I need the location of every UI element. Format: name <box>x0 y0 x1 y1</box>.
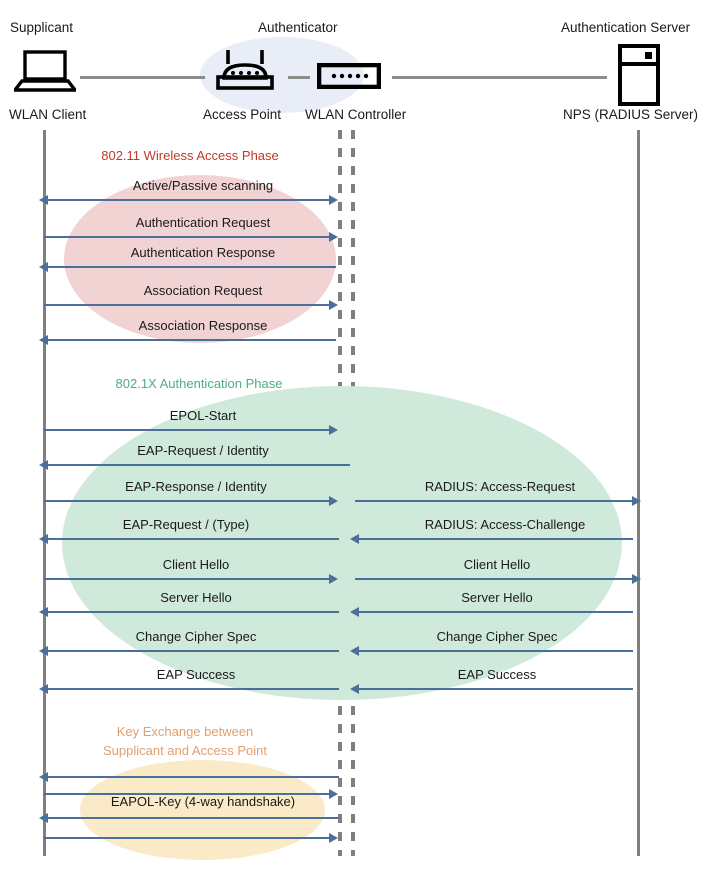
server-tower-icon <box>618 44 660 111</box>
handshake-label: EAPOL-Key (4-way handshake) <box>110 794 296 809</box>
arrow-head-left <box>39 460 48 470</box>
arrow-head-right <box>329 833 338 843</box>
arrow-line <box>46 776 339 778</box>
phase-3-ellipse <box>80 760 325 860</box>
arrow-head-right <box>329 300 338 310</box>
wireless-router-icon <box>215 48 275 97</box>
arrow-line <box>44 429 329 431</box>
message-label: EPOL-Start <box>169 408 237 423</box>
arrow-line-right <box>355 500 633 502</box>
arrow-head-right <box>329 195 338 205</box>
arrow-line <box>44 837 329 839</box>
actor-name-access-point: Access Point <box>203 107 282 122</box>
arrow-head-left <box>39 813 48 823</box>
arrow-head-left <box>39 335 48 345</box>
arrow-line <box>46 611 339 613</box>
arrow-head-left <box>350 534 359 544</box>
arrow-line <box>46 464 350 466</box>
authenticator-group-ellipse <box>200 37 364 113</box>
arrow-line <box>46 266 336 268</box>
message-label: Change Cipher Spec <box>135 629 257 644</box>
phase-3-label-line1: Key Exchange between <box>116 724 254 739</box>
arrow-line <box>44 236 329 238</box>
actor-name-wlan-client: WLAN Client <box>9 107 87 122</box>
arrow-head-left <box>350 684 359 694</box>
arrow-line <box>46 199 336 201</box>
message-label: EAP-Request / Identity <box>137 443 269 458</box>
phase-2-label: 802.1X Authentication Phase <box>115 376 283 391</box>
actor-name-nps-radius-server: NPS (RADIUS Server) <box>563 107 699 122</box>
arrow-head-right <box>632 496 641 506</box>
message-label: Association Request <box>143 283 263 298</box>
arrow-line <box>46 538 339 540</box>
arrow-line-right <box>357 611 633 613</box>
arrow-head-left <box>39 262 48 272</box>
arrow-head-left <box>39 534 48 544</box>
message-label-right: EAP Success <box>457 667 537 682</box>
message-label: Authentication Response <box>130 245 276 260</box>
arrow-line <box>46 339 336 341</box>
arrow-line <box>44 793 329 795</box>
message-label: Association Response <box>138 318 268 333</box>
phase-2-ellipse <box>62 386 622 700</box>
message-label: EAP-Request / (Type) <box>122 517 250 532</box>
message-label: Client Hello <box>162 557 230 572</box>
arrow-head-right <box>329 232 338 242</box>
phase-1-ellipse <box>64 175 336 343</box>
message-label: EAP Success <box>156 667 236 682</box>
arrow-line <box>46 688 339 690</box>
message-label: Active/Passive scanning <box>132 178 274 193</box>
message-label-right: Server Hello <box>461 590 533 605</box>
actor-role-authenticator: Authenticator <box>258 20 338 35</box>
arrow-head-right <box>329 496 338 506</box>
wire-client-to-ap <box>80 76 205 79</box>
message-label-right: RADIUS: Access-Challenge <box>424 517 586 532</box>
arrow-line-right <box>355 578 633 580</box>
wire-ap-to-controller <box>288 76 310 79</box>
laptop-icon <box>11 50 79 97</box>
lifeline-auth-server <box>637 130 640 856</box>
wire-controller-to-server <box>392 76 607 79</box>
phase-1-label: 802.11 Wireless Access Phase <box>101 148 279 163</box>
arrow-line <box>44 304 329 306</box>
arrow-head-left <box>39 772 48 782</box>
phase-3-label-line2: Supplicant and Access Point <box>102 743 268 758</box>
network-switch-icon <box>316 62 382 94</box>
arrow-head-right <box>329 425 338 435</box>
actor-role-supplicant: Supplicant <box>10 20 74 35</box>
message-label-right: Change Cipher Spec <box>436 629 558 644</box>
arrow-head-left <box>350 607 359 617</box>
arrow-head-left <box>39 646 48 656</box>
message-label-right: Client Hello <box>463 557 531 572</box>
arrow-head-left <box>39 195 48 205</box>
arrow-line-right <box>357 650 633 652</box>
arrow-head-left <box>39 607 48 617</box>
arrow-line-right <box>357 688 633 690</box>
arrow-line <box>44 500 329 502</box>
arrow-head-right <box>329 789 338 799</box>
arrow-head-left <box>39 684 48 694</box>
arrow-line <box>44 578 329 580</box>
actor-role-authentication-server: Authentication Server <box>561 20 691 35</box>
message-label: Server Hello <box>160 590 232 605</box>
actor-name-wlan-controller: WLAN Controller <box>305 107 407 122</box>
arrow-line <box>46 817 339 819</box>
message-label: Authentication Request <box>135 215 271 230</box>
arrow-line-right <box>357 538 633 540</box>
arrow-head-right <box>632 574 641 584</box>
arrow-head-right <box>329 574 338 584</box>
message-label: EAP-Response / Identity <box>125 479 267 494</box>
arrow-line <box>46 650 339 652</box>
lifeline-supplicant <box>43 130 46 856</box>
arrow-head-left <box>350 646 359 656</box>
message-label-right: RADIUS: Access-Request <box>424 479 576 494</box>
